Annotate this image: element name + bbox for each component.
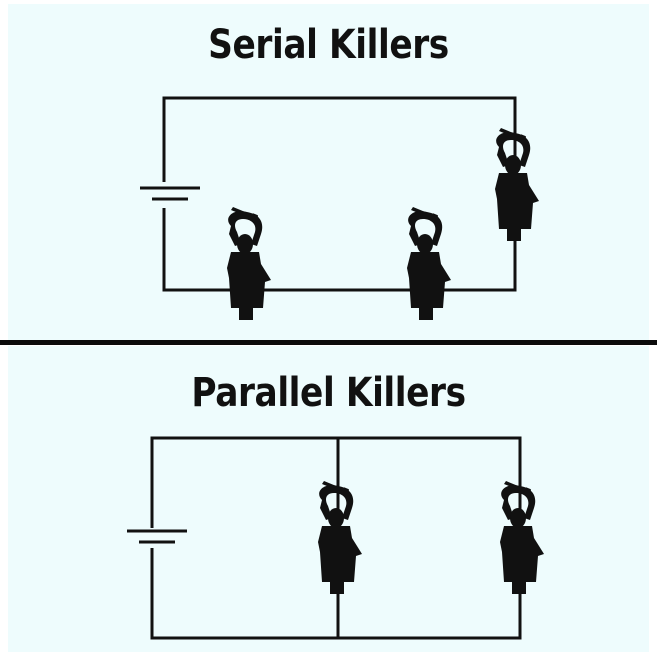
parallel-battery-icon [127,529,187,544]
parallel-killer-icon-1 [318,481,362,594]
parallel-killer-icon-2 [500,481,544,594]
serial-killer-icon-3 [495,128,539,241]
serial-killers-panel: Serial Killers [8,4,649,342]
serial-battery-icon [140,186,200,201]
serial-killers-title: Serial Killers [208,22,449,68]
serial-killer-icon-1 [227,207,271,320]
parallel-killers-panel: Parallel Killers [8,346,649,652]
serial-killer-icon-2 [407,207,451,320]
parallel-killers-title: Parallel Killers [191,370,466,416]
parallel-circuit [127,436,544,640]
serial-circuit [140,96,539,320]
panel-divider [0,340,657,345]
serial-circuit-wire [162,96,517,292]
